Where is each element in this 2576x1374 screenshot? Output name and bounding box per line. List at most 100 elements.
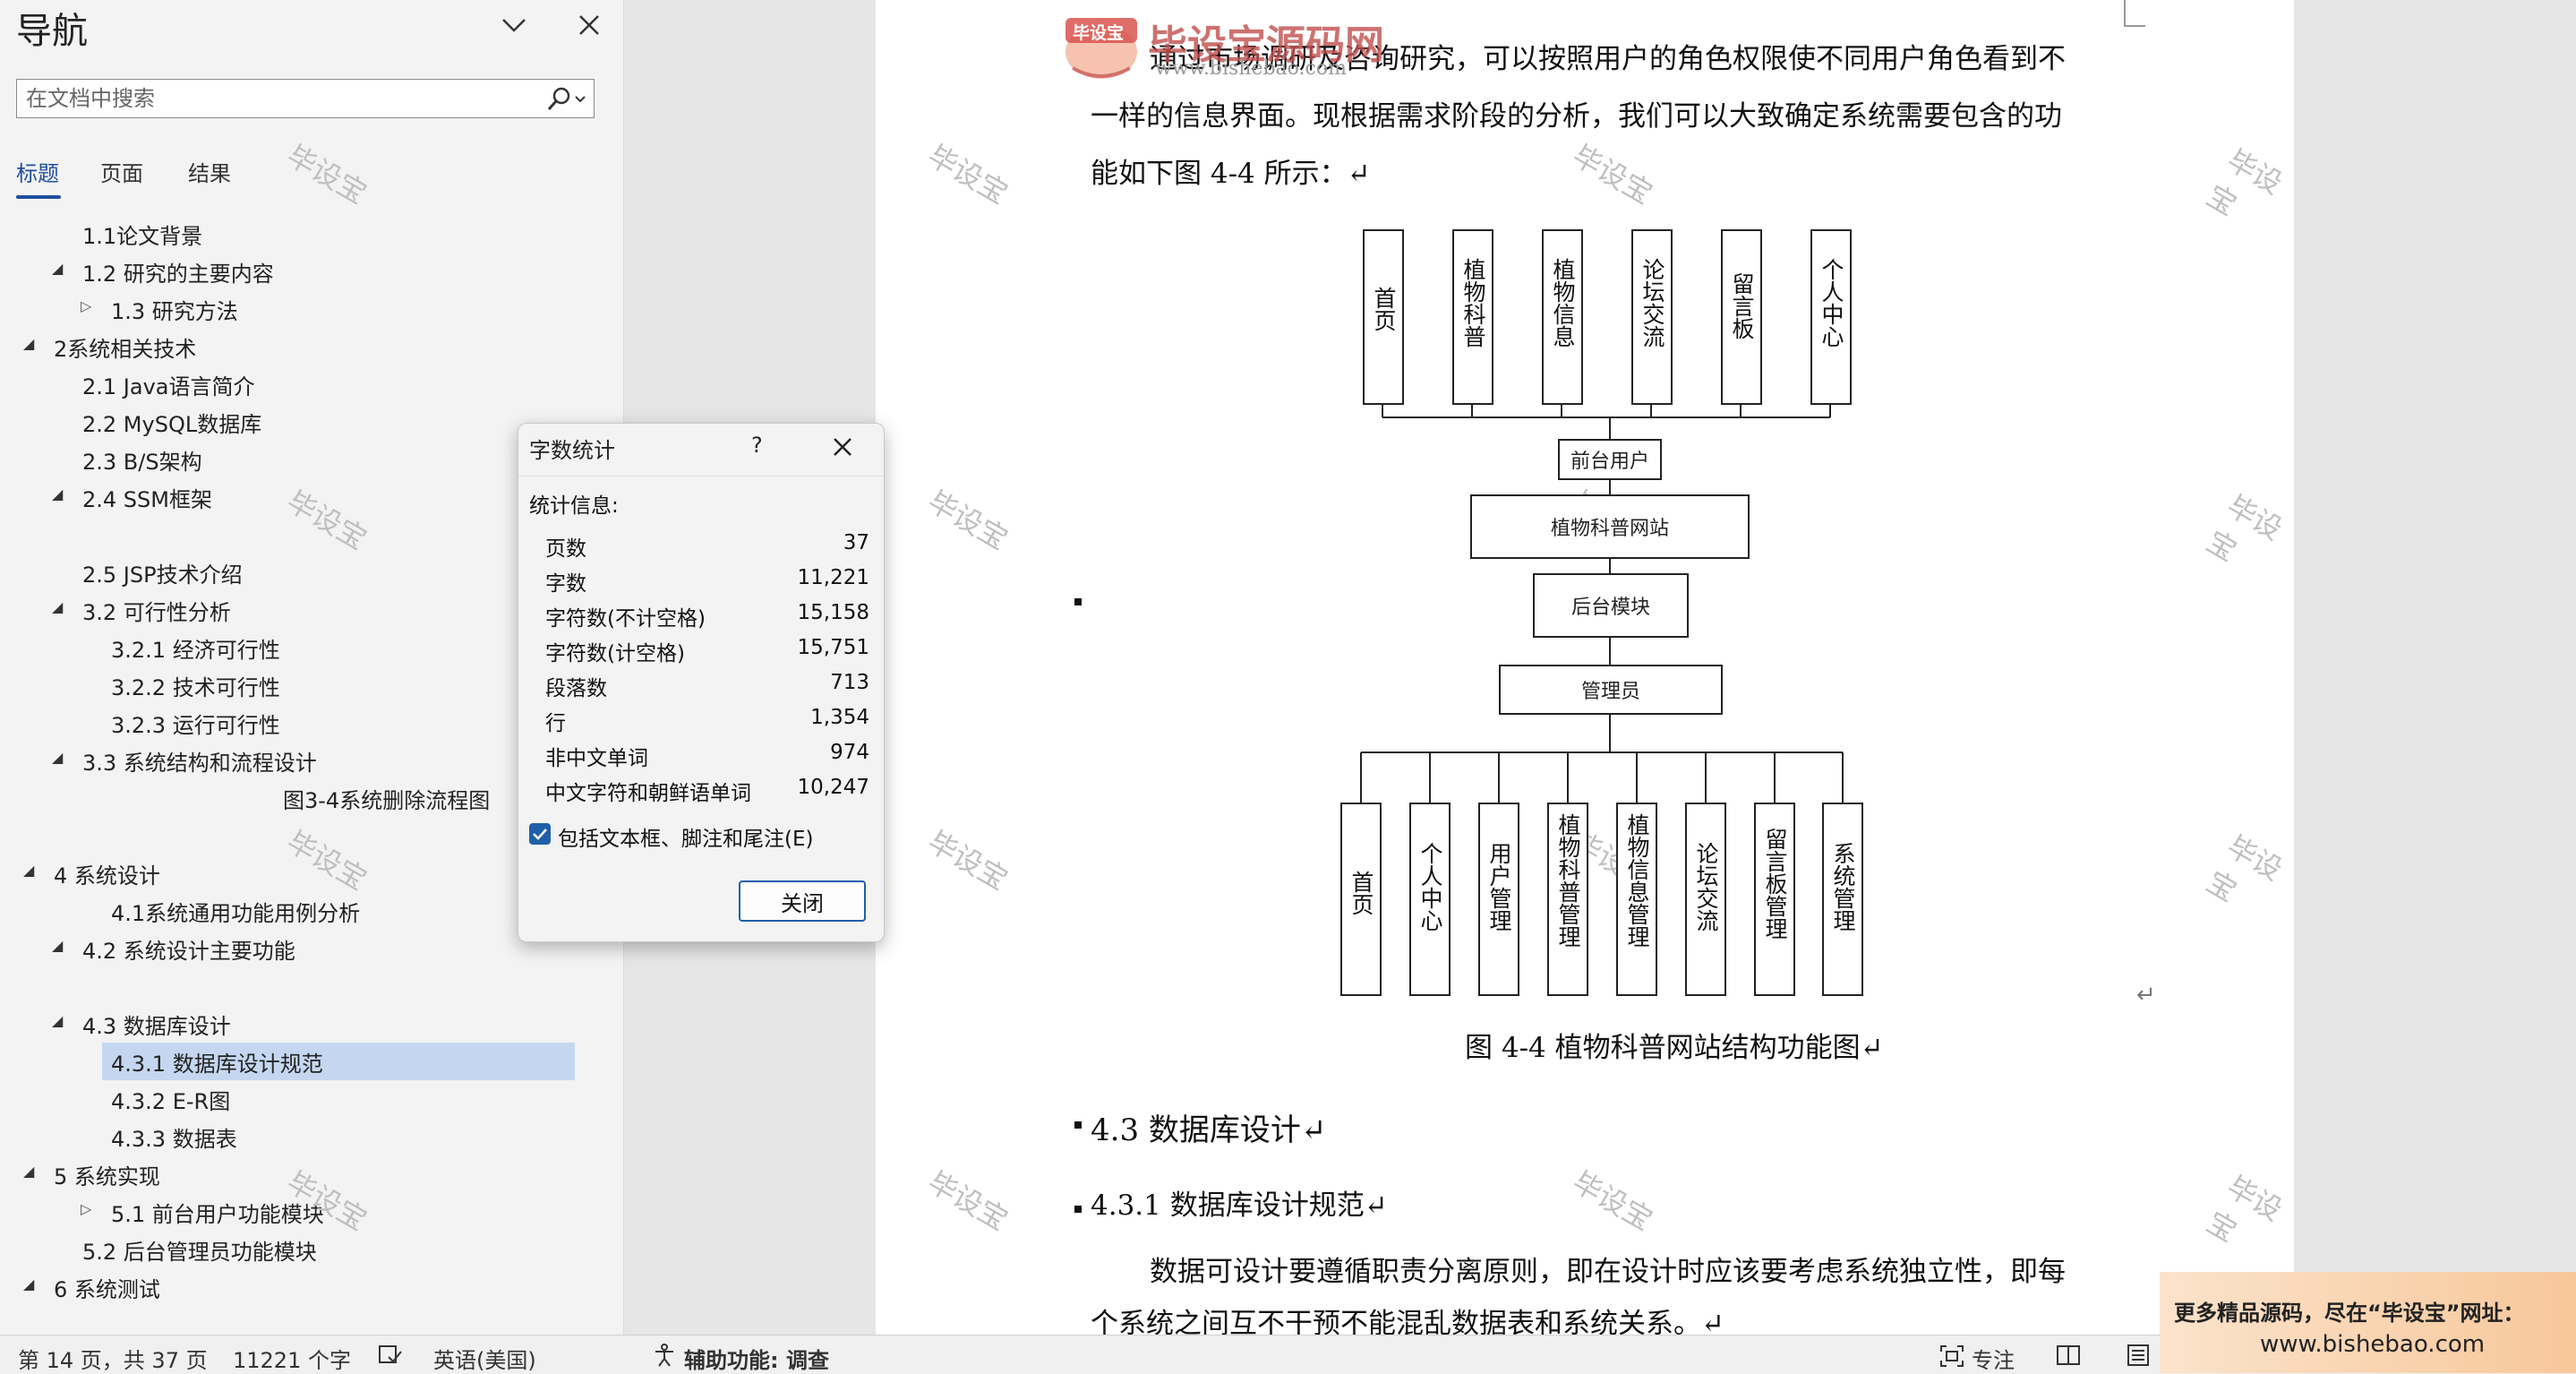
stat-value: 37 [843,531,869,554]
page-corner-mark [2124,25,2145,27]
expanded-triangle-icon[interactable]: ◢ [52,485,64,502]
toc-item[interactable]: 1.2 研究的主要内容 [82,262,274,287]
module-box: 留言板 [1721,229,1762,405]
toc-item[interactable]: 2.3 B/S架构 [82,450,202,475]
toc-item[interactable]: 图3-4系统删除流程图 [283,788,491,813]
module-box: 植物信息管理 [1616,803,1657,996]
toc-item[interactable]: 2.2 MySQL数据库 [82,412,262,437]
module-box-home: 首页 [1363,229,1404,405]
module-label: 植物科普管理 [1555,813,1581,948]
heading-anchor-mark [1074,1206,1082,1213]
frontend-user-box: 前台用户 [1558,439,1662,480]
expanded-triangle-icon[interactable]: ◢ [23,1275,35,1292]
stat-value: 15,751 [797,636,869,659]
collapsed-triangle-icon[interactable]: ▷ [81,1200,92,1217]
module-label: 系统管理 [1830,842,1856,932]
accessibility-indicator[interactable]: 辅助功能: 调查 [684,1348,829,1373]
toc-item[interactable]: 2.1 Java语言简介 [82,374,255,399]
toc-item[interactable]: 6 系统测试 [54,1277,160,1302]
module-label: 首页 [1371,287,1397,331]
module-label: 植物科普 [1460,258,1486,348]
expanded-triangle-icon[interactable]: ◢ [52,749,64,766]
toc-item[interactable]: 3.2 可行性分析 [82,600,231,625]
expanded-triangle-icon[interactable]: ◢ [23,862,35,879]
toc-item-selected[interactable]: 4.3.1 数据库设计规范 [111,1052,323,1077]
expanded-triangle-icon[interactable]: ◢ [23,335,35,352]
stat-value: 1,354 [810,706,869,729]
toc-item[interactable]: 3.2.1 经济可行性 [111,638,280,663]
ad-banner[interactable]: 更多精品源码，尽在“毕设宝”网址： www.bishebao.com [2160,1272,2576,1373]
toc-item[interactable]: 4.3.2 E-R图 [111,1089,231,1114]
toc-item[interactable]: 5.2 后台管理员功能模块 [82,1240,317,1265]
search-box[interactable] [16,79,595,118]
search-input[interactable] [26,85,527,112]
tab-results[interactable]: 结果 [188,161,231,186]
module-label: 个人中心 [1417,842,1443,932]
module-box: 论坛交流 [1685,803,1726,996]
stat-label: 字符数(计空格) [545,642,685,666]
proofing-icon[interactable] [378,1344,403,1366]
stat-label: 字数 [545,572,586,596]
page-indicator[interactable]: 第 14 页，共 37 页 [18,1348,208,1373]
word-count-indicator[interactable]: 11221 个字 [233,1348,351,1373]
stat-label: 页数 [545,537,586,561]
focus-icon[interactable] [1939,1344,1964,1368]
language-indicator[interactable]: 英语(美国) [433,1348,536,1373]
diagram-connectors [1360,405,1844,803]
tab-pages[interactable]: 页面 [100,161,143,186]
expanded-triangle-icon[interactable]: ◢ [52,1012,64,1029]
stat-label: 中文字符和朝鲜语单词 [545,782,751,805]
toc-item[interactable]: 2.4 SSM框架 [82,487,212,512]
chevron-down-icon[interactable] [498,9,530,41]
accessibility-icon[interactable] [652,1343,677,1368]
body-text-line: 一样的信息界面。现根据需求阶段的分析，我们可以大致确定系统需要包含的功 [1091,100,2062,133]
toc-item[interactable]: 4.1系统通用功能用例分析 [111,901,361,926]
toc-item[interactable]: 4.2 系统设计主要功能 [82,939,295,964]
ad-url[interactable]: www.bishebao.com [2260,1331,2486,1358]
status-bar: 第 14 页，共 37 页 11221 个字 英语(美国) 辅助功能: 调查 专… [0,1335,2576,1374]
toc-item[interactable]: 3.2.2 技术可行性 [111,675,280,700]
toc-item[interactable]: 5.1 前台用户功能模块 [111,1202,324,1227]
dialog-title: 字数统计 [529,438,615,463]
toc-item[interactable]: 3.3 系统结构和流程设计 [82,751,317,776]
body-text-line: 通过市场调研及咨询研究，可以按照用户的角色权限使不同用户角色看到不 [1150,43,2066,75]
admin-box: 管理员 [1499,665,1723,715]
module-box: 留言板管理 [1754,803,1795,996]
toc-item[interactable]: 4 系统设计 [54,863,160,889]
help-button[interactable]: ? [751,433,763,458]
backend-box: 后台模块 [1533,573,1689,638]
toc-item[interactable]: 1.1论文背景 [82,224,203,249]
print-layout-icon[interactable] [2126,1344,2151,1366]
logo-badge-text: 毕设宝 [1073,23,1125,43]
focus-mode-button[interactable]: 专注 [1972,1348,2015,1373]
close-button[interactable]: 关闭 [739,880,866,922]
module-box: 首页 [1340,803,1382,996]
expanded-triangle-icon[interactable]: ◢ [52,260,64,277]
heading-4-3-1: 4.3.1 数据库设计规范↵ [1091,1189,1388,1222]
expanded-triangle-icon[interactable]: ◢ [52,937,64,954]
toc-item[interactable]: 4.3.3 数据表 [111,1127,237,1152]
toc-item[interactable]: 5 系统实现 [54,1164,160,1189]
watermark: 毕设宝 [2200,1169,2289,1249]
toc-item[interactable]: 1.3 研究方法 [111,299,238,324]
document-page[interactable]: 毕设宝 毕设宝 毕设宝 毕设宝 毕设宝 毕设宝 毕设宝 毕设宝 毕设宝 毕设宝 … [876,0,2294,1340]
toc-item[interactable]: 4.3 数据库设计 [82,1014,231,1039]
toc-item[interactable]: 2系统相关技术 [54,337,197,362]
expanded-triangle-icon[interactable]: ◢ [23,1163,35,1180]
close-icon[interactable] [573,9,605,41]
logo-name: 毕设宝源码网 [1148,22,1384,68]
include-textboxes-label[interactable]: 包括文本框、脚注和尾注(E) [558,828,814,851]
tab-headings[interactable]: 标题 [16,161,59,186]
include-textboxes-checkbox[interactable] [529,823,551,845]
module-label: 植物信息管理 [1624,813,1650,948]
module-box: 个人中心 [1810,229,1852,405]
collapsed-triangle-icon[interactable]: ▷ [81,297,92,314]
watermark: 毕设宝 [280,824,373,897]
expanded-triangle-icon[interactable]: ◢ [52,598,64,615]
module-label: 留言板 [1729,272,1755,339]
toc-item[interactable]: 3.2.3 运行可行性 [111,713,280,738]
toc-item[interactable]: 2.5 JSP技术介绍 [82,562,243,588]
search-icon[interactable] [543,85,588,114]
read-mode-icon[interactable] [2056,1344,2081,1366]
close-icon[interactable] [830,434,855,459]
